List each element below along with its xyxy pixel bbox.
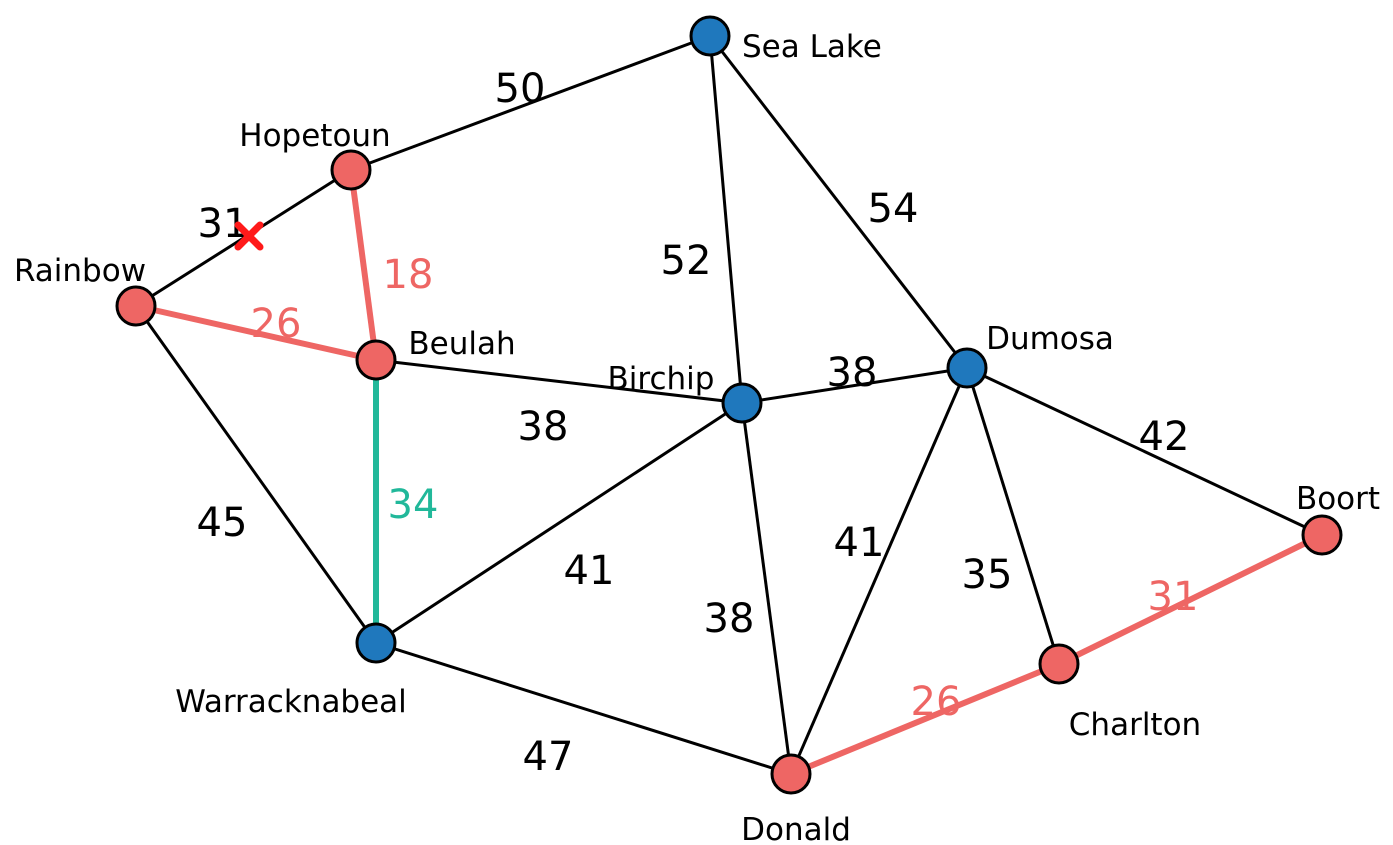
node-label-donald: Donald (741, 812, 851, 845)
node-label-birchip: Birchip (608, 361, 715, 397)
node-label-dumosa: Dumosa (986, 321, 1114, 357)
node-label-sea-lake: Sea Lake (742, 29, 882, 65)
node-boort (1301, 514, 1343, 556)
node-label-beulah: Beulah (408, 326, 515, 362)
edge-dumosa-donald (789, 367, 969, 775)
edge-weight-hopetoun-sealake: 50 (495, 66, 546, 112)
edge-weight-beulah-warracknabeal: 34 (388, 482, 439, 528)
edge-weight-rainbow-warracknabeal: 45 (197, 500, 248, 546)
edge-birchip-dumosa (741, 366, 968, 405)
node-label-charlton: Charlton (1069, 707, 1201, 743)
node-hopetoun (330, 149, 372, 191)
node-warracknabeal (355, 622, 397, 664)
edge-sealake-birchip (708, 35, 744, 404)
node-donald (770, 753, 812, 795)
node-beulah (355, 339, 397, 381)
edge-hopetoun-beulah (348, 169, 379, 361)
edge-weight-birchip-dumosa: 38 (827, 350, 878, 396)
edge-weight-dumosa-charlton: 35 (962, 552, 1013, 598)
edge-weight-rainbow-beulah: 26 (251, 301, 302, 347)
edge-weight-sealake-dumosa: 54 (868, 186, 919, 232)
node-label-rainbow: Rainbow (14, 253, 146, 289)
edge-weight-charlton-boort: 31 (1148, 574, 1199, 620)
edge-rainbow-beulah (135, 303, 377, 363)
edge-charlton-boort (1057, 532, 1324, 667)
node-label-hopetoun: Hopetoun (239, 118, 390, 154)
node-label-boort: Boort (1296, 481, 1380, 517)
edge-dumosa-boort (966, 366, 1323, 537)
edges-layer (134, 34, 1324, 777)
edge-weight-sealake-birchip: 52 (661, 238, 712, 284)
edge-birchip-donald (740, 402, 793, 775)
edge-weight-birchip-donald: 38 (704, 596, 755, 642)
edge-hopetoun-sealake (350, 34, 711, 172)
node-sea-lake (689, 15, 731, 57)
nodes-layer (115, 15, 1343, 795)
node-label-warracknabeal: Warracknabeal (175, 684, 407, 720)
edge-dumosa-charlton (965, 367, 1061, 665)
node-rainbow (115, 285, 157, 327)
edge-weight-warracknabeal-donald: 47 (523, 734, 574, 780)
edge-warracknabeal-birchip (375, 401, 743, 645)
edge-rainbow-warracknabeal (134, 305, 378, 644)
cross-mark-icon (234, 221, 264, 251)
node-birchip (721, 382, 763, 424)
edge-weight-hopetoun-beulah: 18 (383, 252, 434, 298)
edge-warracknabeal-donald (375, 641, 792, 776)
edge-weight-donald-charlton: 26 (911, 679, 962, 725)
edge-weight-dumosa-boort: 42 (1139, 414, 1190, 460)
edge-donald-charlton (789, 661, 1061, 777)
node-charlton (1038, 643, 1080, 685)
edge-sealake-dumosa (708, 35, 969, 369)
edge-beulah-birchip (375, 358, 743, 405)
edge-weight-beulah-birchip: 38 (518, 404, 569, 450)
edge-weight-warracknabeal-birchip: 41 (564, 548, 615, 594)
edge-weight-dumosa-donald: 41 (834, 520, 885, 566)
node-dumosa (946, 347, 988, 389)
